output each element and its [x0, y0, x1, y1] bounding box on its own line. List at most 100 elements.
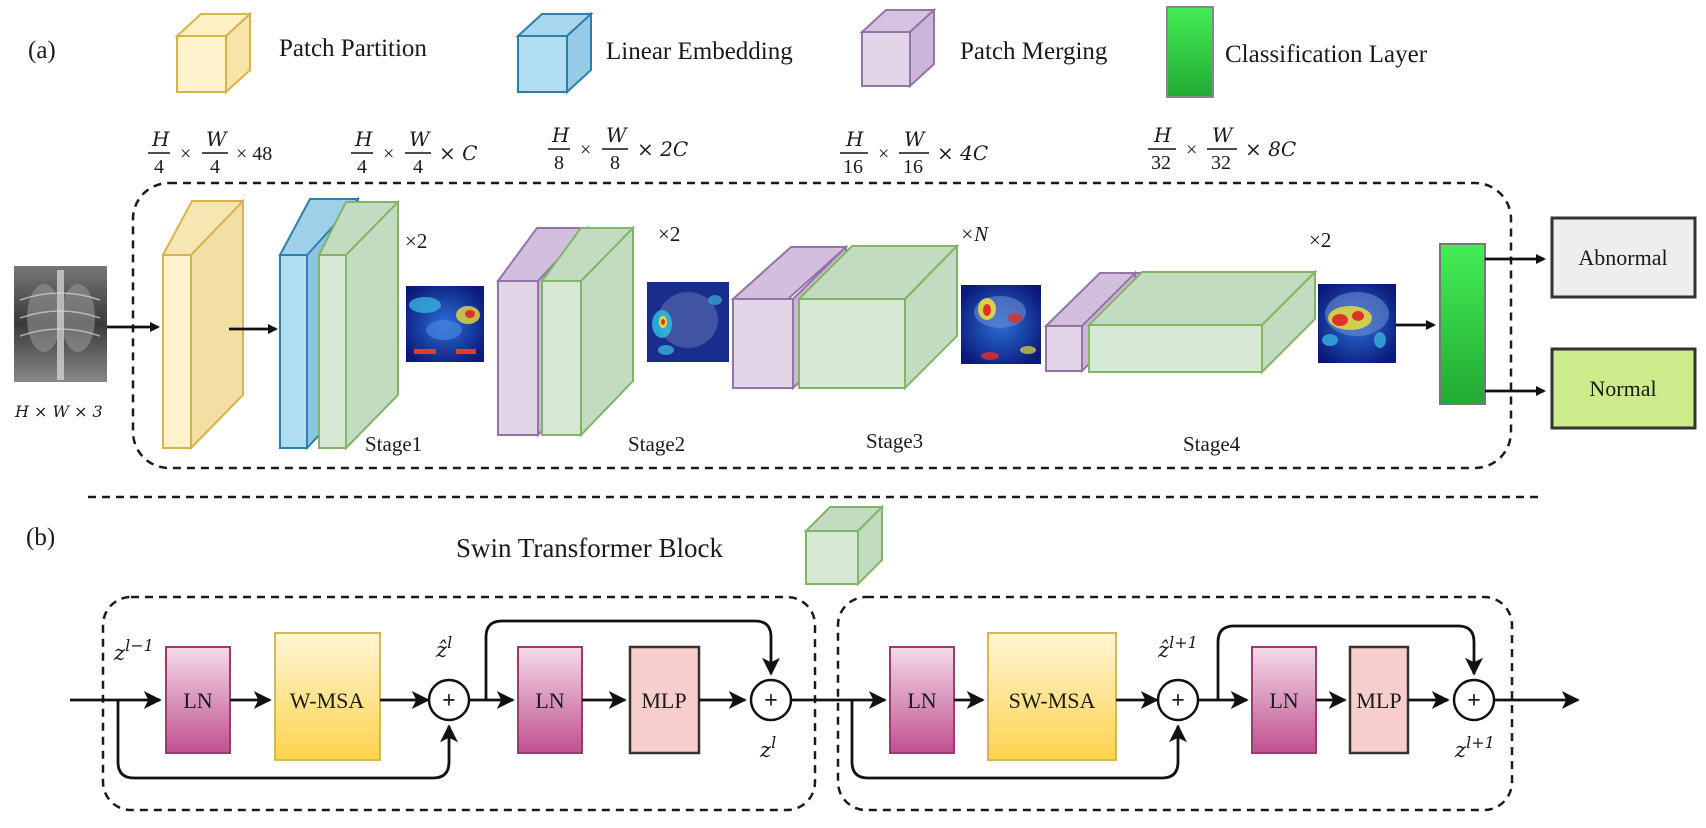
block2-ln2 [1251, 646, 1317, 754]
svg-text:MLP: MLP [641, 688, 686, 713]
legend: Patch Partition Linear Embedding Patch M… [174, 6, 1428, 98]
block2-mid-var: ẑl+1 [1157, 633, 1198, 662]
legend-patch-merging-label: Patch Merging [960, 38, 1108, 65]
block2-output-var: zl+1 [1454, 733, 1495, 762]
input-dims-label: H × W × 3 [14, 402, 103, 421]
legend-patch-partition-label: Patch Partition [279, 35, 427, 62]
svg-text:W: W [606, 123, 628, 147]
svg-text:+: + [1171, 688, 1185, 714]
block1-ln1 [165, 646, 231, 754]
stage1-label: Stage1 [365, 432, 422, 456]
svg-text:W: W [1212, 123, 1234, 147]
svg-text:LN: LN [183, 688, 212, 713]
svg-text:8: 8 [554, 152, 564, 174]
svg-text:+: + [1467, 688, 1481, 714]
panel-b-label: (b) [26, 524, 55, 551]
legend-patch-merging-cube [859, 7, 937, 89]
block2-residual1 [850, 700, 1187, 780]
legend-patch-partition-cube [174, 11, 253, 95]
patch-partition-slab [161, 198, 245, 451]
svg-text:H: H [1153, 123, 1172, 147]
block2-swmsa [987, 632, 1117, 761]
svg-text:32: 32 [1211, 152, 1231, 174]
panel-a-frame [131, 181, 1513, 470]
svg-text:× C: × C [439, 141, 477, 165]
svg-text:×: × [580, 139, 591, 161]
svg-text:+: + [764, 688, 778, 714]
dim-annotation-1: H 4 × W 4 × 48 [148, 127, 272, 178]
stage2-repeat: ×2 [658, 222, 680, 246]
stage2-label: Stage2 [628, 432, 685, 456]
svg-text:4: 4 [154, 156, 164, 178]
legend-linear-embedding-cube [515, 11, 594, 95]
svg-text:H: H [551, 123, 570, 147]
block1-residual1 [116, 700, 458, 780]
stage1-repeat: ×2 [405, 229, 427, 253]
block1-frame [101, 595, 817, 812]
svg-text:4: 4 [413, 156, 423, 178]
svg-text:× 8C: × 8C [1245, 137, 1296, 161]
block1-wmsa [274, 632, 381, 761]
output-abnormal-box [1550, 216, 1697, 299]
stage1-swin-block [317, 199, 400, 451]
panel-a-label: (a) [28, 37, 56, 64]
block1-mid-var: ẑl [435, 633, 452, 662]
svg-text:W: W [206, 127, 228, 151]
svg-text:W: W [409, 127, 431, 151]
svg-text:MLP: MLP [1356, 688, 1401, 713]
svg-text:×: × [180, 143, 191, 165]
svg-text:×: × [383, 143, 394, 165]
stage4-swin-block [1086, 269, 1318, 375]
legend-linear-embedding-label: Linear Embedding [606, 38, 793, 65]
svg-text:LN: LN [1269, 688, 1298, 713]
block1-mlp [628, 645, 701, 755]
classification-layer [1439, 243, 1486, 405]
swin-block-cube-icon [803, 504, 885, 587]
block2-residual2 [1216, 624, 1483, 700]
block1-residual2 [484, 619, 780, 700]
svg-text:× 4C: × 4C [937, 141, 988, 165]
svg-text:4: 4 [210, 156, 220, 178]
dim-annotation-2: H 4 × W 4 × C [351, 127, 477, 178]
svg-text:×: × [1186, 139, 1197, 161]
svg-text:SW-MSA: SW-MSA [1009, 688, 1096, 713]
stage4-heatmap [1318, 284, 1396, 363]
swin-block-title: Swin Transformer Block [456, 533, 724, 563]
svg-text:W-MSA: W-MSA [290, 688, 365, 713]
stage4-label: Stage4 [1183, 432, 1241, 456]
svg-text:LN: LN [907, 688, 936, 713]
svg-text:4: 4 [357, 156, 367, 178]
legend-classification-layer-label: Classification Layer [1225, 41, 1428, 68]
stage3-repeat: ×N [960, 222, 989, 246]
block1-input-var: zl−1 [113, 636, 154, 665]
svg-text:16: 16 [843, 156, 863, 178]
output-abnormal-label: Abnormal [1578, 245, 1667, 270]
dim-annotation-4: H 16 × W 16 × 4C [840, 127, 988, 178]
svg-text:× 48: × 48 [236, 143, 272, 165]
block1-output-var: zl [759, 733, 776, 762]
stage4-repeat: ×2 [1309, 228, 1331, 252]
svg-text:32: 32 [1151, 152, 1171, 174]
svg-text:H: H [845, 127, 864, 151]
input-xray-image [14, 266, 107, 382]
svg-text:× 2C: × 2C [637, 137, 688, 161]
stage2-heatmap [647, 282, 729, 362]
dim-annotation-3: H 8 × W 8 × 2C [548, 123, 688, 174]
svg-text:H: H [354, 127, 373, 151]
svg-text:LN: LN [535, 688, 564, 713]
svg-text:+: + [442, 688, 456, 714]
stage2-swin-block [540, 225, 635, 438]
stage1-heatmap [406, 286, 484, 362]
block2-frame [836, 595, 1514, 812]
output-normal-label: Normal [1589, 376, 1656, 401]
stage3-heatmap [961, 285, 1041, 364]
output-normal-box [1550, 347, 1697, 430]
svg-text:8: 8 [610, 152, 620, 174]
svg-text:×: × [878, 143, 889, 165]
svg-text:H: H [151, 127, 170, 151]
svg-text:16: 16 [903, 156, 923, 178]
svg-text:W: W [904, 127, 926, 151]
dim-annotation-5: H 32 × W 32 × 8C [1148, 123, 1296, 174]
block2-mlp [1348, 645, 1410, 755]
